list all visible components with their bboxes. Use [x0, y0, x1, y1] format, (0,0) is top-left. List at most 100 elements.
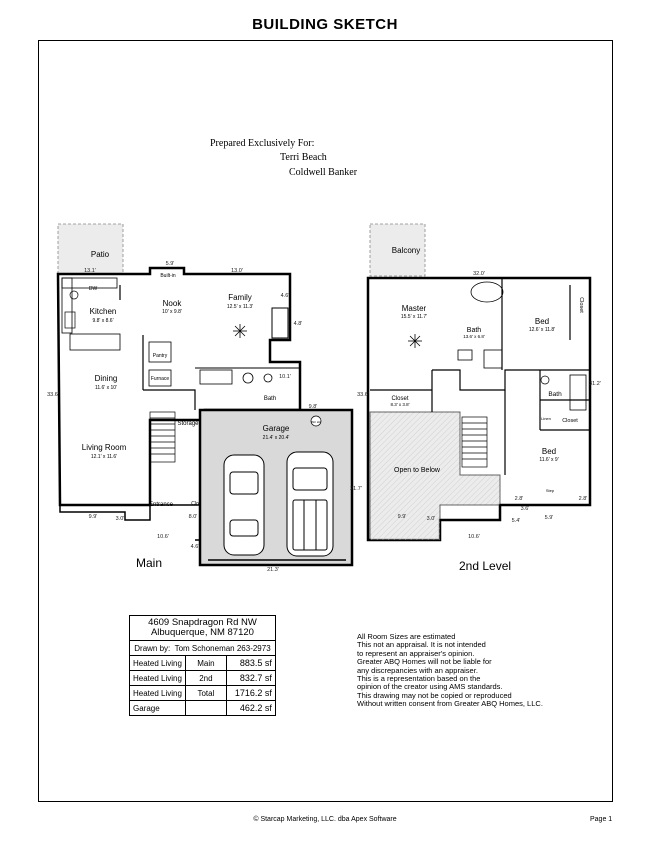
room-dim: 12.1' x 11.6' [91, 454, 117, 460]
dimension: 2.8' [515, 496, 524, 502]
prepared-client: Terri Beach [280, 152, 327, 163]
dimension: 32.0' [473, 271, 485, 277]
room-label: Bath [548, 391, 562, 398]
room-dim: 11.6' x 10' [95, 385, 117, 391]
second-level-plan [366, 223, 592, 542]
dimension: 5.4' [512, 518, 521, 524]
patio-area [57, 223, 124, 275]
room-label: Garage [263, 424, 290, 433]
car-icon [223, 454, 265, 556]
table-row: Heated Living Main 883.5 sf [129, 655, 276, 671]
room-dim: 21.4' x 20.4' [263, 435, 290, 441]
property-info-table: 4609 Snapdragon Rd NW Albuquerque, NM 87… [129, 615, 276, 716]
main-level-plan [56, 223, 354, 567]
dimension: 4.6' [281, 293, 290, 299]
prepared-company: Coldwell Banker [289, 167, 358, 178]
dimension: 10.6' [468, 534, 480, 540]
room-label: Bath [264, 396, 276, 402]
disclaimer-line: opinion of the creator using AMS standar… [357, 682, 503, 692]
ceiling-fan-icon [408, 334, 422, 348]
table-row: Heated Living 2nd 832.7 sf [129, 670, 276, 686]
dimension: 33.6' [357, 392, 369, 398]
room-label: Closet [578, 297, 584, 313]
dimension: 21.7' [350, 486, 362, 492]
dimension: 13.0' [231, 268, 243, 274]
room-label: Nook [163, 299, 183, 308]
dimension: 3.0' [427, 516, 436, 522]
room-label: Linen [541, 416, 551, 421]
row-value: 832.7 sf [225, 670, 276, 686]
row-level: Total [184, 685, 227, 701]
address-line-1: 4609 Snapdragon Rd NW [148, 617, 257, 628]
dimension: 4.8' [294, 321, 303, 327]
disclaimer-line: This is a representation based on the [357, 674, 481, 684]
room-dim: 12.5' x 11.3' [227, 304, 253, 310]
dimension: 9.9' [398, 514, 407, 520]
water-heater-icon [310, 415, 322, 427]
row-value: 462.2 sf [225, 700, 276, 716]
balcony-area [369, 223, 426, 277]
room-label: Bed [535, 317, 549, 326]
main-level-label: Main [136, 556, 163, 570]
table-row: Garage 462.2 sf [129, 700, 276, 716]
footer-copyright: © Starcap Marketing, LLC. dba Apex Softw… [253, 816, 397, 823]
dimension: 21.3' [267, 567, 279, 573]
room-label: Balcony [392, 246, 420, 255]
room-label: Step [546, 488, 555, 493]
room-label: Bed [542, 447, 556, 456]
room-label: Family [228, 293, 252, 302]
room-label: Storage [177, 421, 199, 427]
dimension: 5.9' [166, 261, 175, 267]
second-level-label: 2nd Level [459, 559, 512, 573]
row-level [184, 700, 227, 716]
disclaimer-line: Greater ABQ Homes will not be liable for [357, 657, 492, 667]
row-label: Heated Living [129, 685, 186, 701]
room-label: DW [89, 286, 98, 292]
room-label: Built-in [160, 273, 176, 279]
disclaimer-line: This drawing may not be copied or reprod… [357, 690, 512, 700]
room-label: Master [402, 304, 427, 313]
room-label: Open to Below [394, 467, 441, 474]
disclaimer-text: All Room Sizes are estimated This not an… [357, 632, 543, 709]
page-number: Page 1 [590, 816, 613, 823]
room-dim: 13.6' x 6.8' [463, 334, 485, 339]
room-label: Entrance [149, 502, 174, 508]
disclaimer-line: any discrepancies with an appraiser. [357, 665, 478, 675]
room-dim: 9.8' x 8.6' [92, 318, 113, 324]
table-row: Heated Living Total 1716.2 sf [129, 685, 276, 701]
room-label: Kitchen [90, 307, 117, 316]
prepared-label: Prepared Exclusively For: [210, 138, 315, 149]
row-label: Heated Living [129, 670, 186, 686]
row-value: 883.5 sf [225, 655, 276, 671]
dimension: 33.6' [47, 392, 59, 398]
disclaimer-line: All Room Sizes are estimated [357, 632, 456, 641]
room-label: Closet [391, 396, 408, 402]
room-label: Pantry [153, 353, 168, 359]
dimension: 13.1' [84, 268, 96, 274]
disclaimer-line: to represent an appraiser's opinion. [357, 648, 475, 658]
dimension: 4.6' [191, 544, 200, 550]
drawn-by-value: Tom Schoneman 263-2973 [174, 643, 271, 653]
drawing-frame [38, 40, 613, 802]
row-label: Heated Living [129, 655, 186, 671]
dimension: 31.2' [589, 381, 601, 387]
room-dim: 11.6' x 9' [539, 457, 558, 463]
room-label: Living Room [82, 443, 127, 452]
room-label: Bath [467, 327, 482, 334]
row-value: 1716.2 sf [225, 685, 276, 701]
dimension: 5.9' [545, 515, 554, 521]
room-dim: 10' x 9.8' [162, 309, 182, 315]
ceiling-fan-icon [233, 324, 247, 338]
address-line-2: Albuquerque, NM 87120 [150, 627, 254, 638]
room-label: Dining [95, 374, 118, 383]
dimension: 3.0' [116, 516, 125, 522]
dimension: 8.0' [189, 514, 198, 520]
room-label: Wtr Htr [311, 420, 321, 424]
room-label: Furnace [151, 376, 170, 382]
disclaimer-line: This not an appraisal. It is not intende… [357, 640, 486, 650]
dimension: 2.8' [579, 496, 588, 502]
dimension: 10.6' [157, 534, 169, 540]
dimension: 9.8' [309, 404, 318, 410]
room-label: Patio [91, 250, 110, 259]
